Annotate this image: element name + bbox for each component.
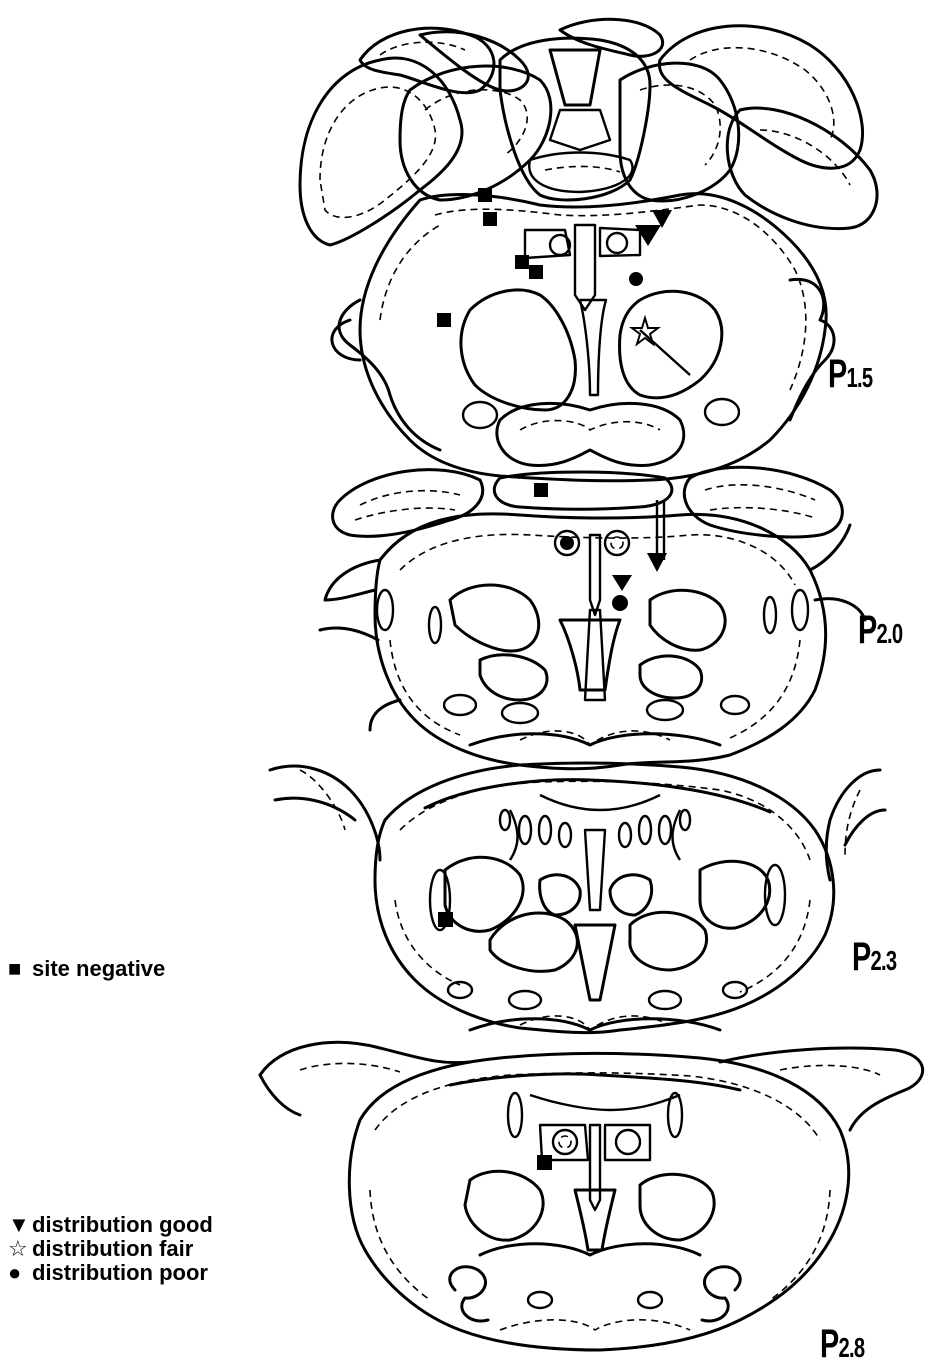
filled-triangle-icon: ▼ [8,1214,32,1236]
legend-label: distribution fair [32,1236,193,1261]
legend-item-site-negative: ■site negative [8,958,165,980]
section-value: 2.8 [838,1332,864,1363]
legend-item-distribution-good: ▼distribution good [8,1214,213,1236]
legend-item-distribution-fair: ☆distribution fair [8,1238,193,1260]
section-p2-3-drawing [270,763,885,1033]
section-label-p2-8: P2.8 [820,1322,864,1367]
section-value: 2.0 [876,618,902,649]
section-value: 1.5 [846,362,872,393]
section-value: 2.3 [870,945,896,976]
filled-square-icon: ■ [8,958,32,980]
legend-label: site negative [32,956,165,981]
legend-label: distribution poor [32,1260,208,1285]
section-label-p1-5: P1.5 [828,352,872,397]
section-label-p2-3: P2.3 [852,935,896,980]
section-p1-5-drawing [300,19,877,480]
filled-circle-icon: ● [8,1262,32,1284]
section-p2-0-drawing [320,467,865,769]
legend-label: distribution good [32,1212,213,1237]
star-icon: ☆ [8,1238,32,1260]
section-p2-8-drawing [260,1042,923,1350]
legend-item-distribution-poor: ●distribution poor [8,1262,208,1284]
section-label-p2-0: P2.0 [858,608,902,653]
